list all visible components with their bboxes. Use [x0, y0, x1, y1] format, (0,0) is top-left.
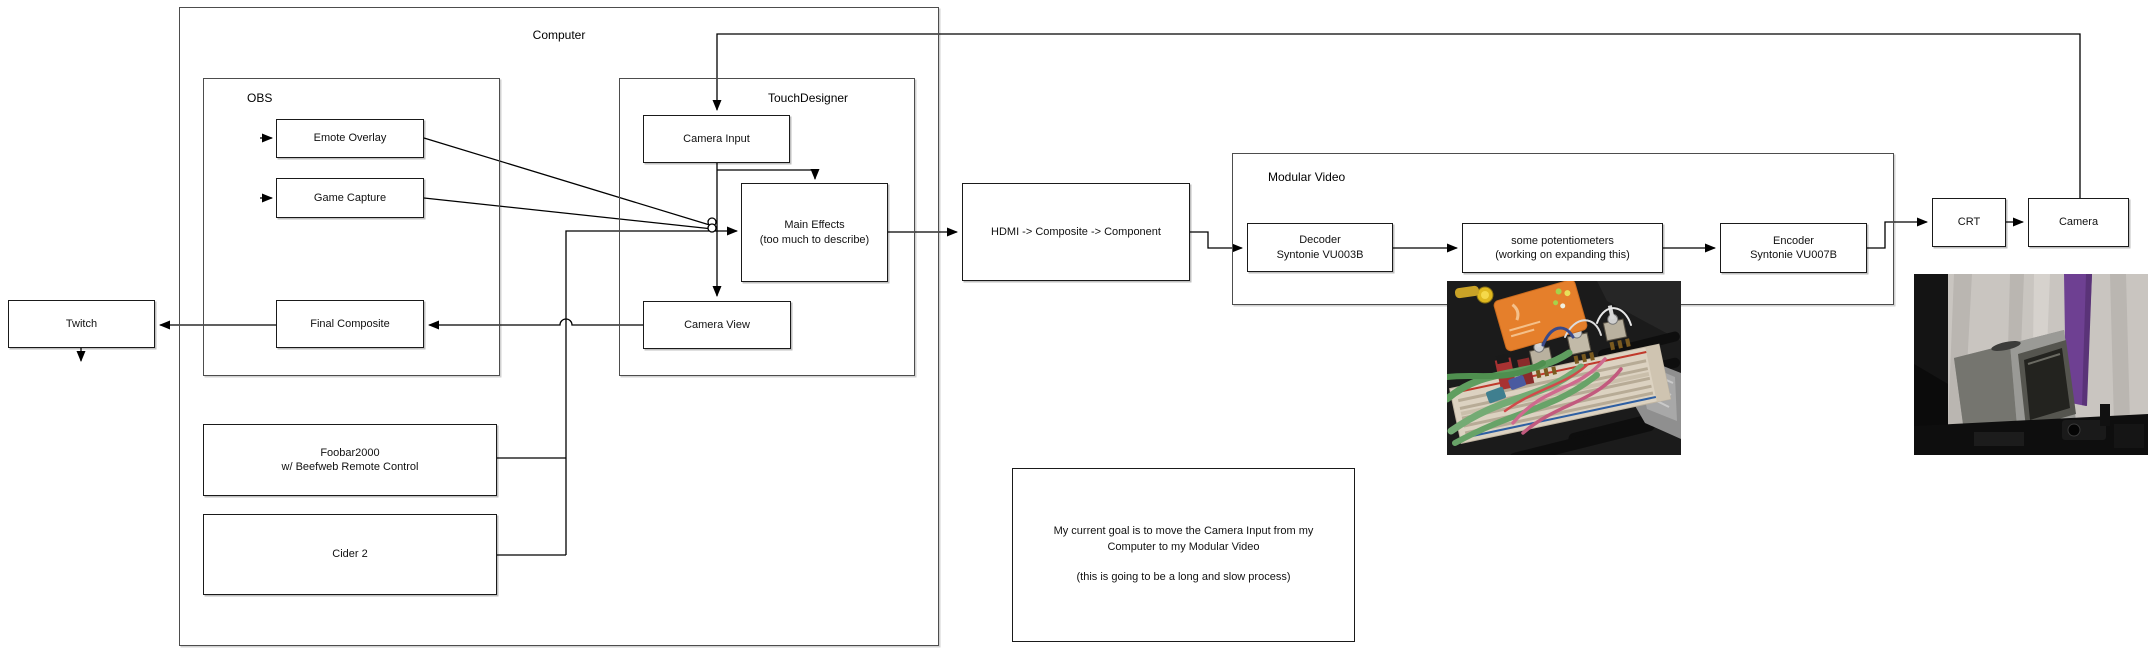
container-touchdesigner-label: TouchDesigner [768, 91, 849, 105]
edge-game-to-main-effects [423, 197, 714, 230]
node-cider2-label: Cider 2 [332, 548, 368, 561]
container-obs: OBS [203, 78, 500, 376]
node-game-capture-label: Game Capture [313, 191, 387, 204]
node-camera-view: Camera View [643, 301, 791, 349]
container-computer: Computer [179, 7, 939, 646]
edge-encoder-to-crt [1867, 217, 1928, 249]
node-decoder: Decoder Syntonie VU003B [1247, 223, 1393, 272]
node-potentiometers-line1: some potentiometers [1511, 234, 1614, 247]
node-foobar2000: Foobar2000 w/ Beefweb Remote Control [203, 424, 497, 496]
node-cider2: Cider 2 [203, 514, 497, 595]
node-camera-input: Camera Input [643, 115, 790, 163]
edge-camera-view-to-final-composite [428, 318, 643, 330]
node-foobar2000-line2: w/ Beefweb Remote Control [281, 461, 419, 473]
edge-camera-to-camera-input [712, 33, 2081, 198]
edge-emote-to-main-effects [423, 137, 714, 227]
edge-hdmi-to-decoder [1190, 231, 1243, 253]
node-camera-label: Camera [2058, 216, 2099, 229]
goal-note-line1: My current goal is to move the Camera In… [1053, 524, 1314, 537]
node-final-composite: Final Composite [276, 300, 424, 348]
node-camera-view-label: Camera View [684, 318, 750, 331]
goal-note: My current goal is to move the Camera In… [1012, 468, 1355, 642]
edge-camera-input-to-main-effects [717, 169, 820, 180]
node-twitch: Twitch [8, 300, 155, 348]
node-emote-overlay: Emote Overlay [276, 119, 424, 158]
node-crt-label: CRT [1957, 216, 1981, 229]
node-encoder-line2: Syntonie VU007B [1750, 249, 1837, 261]
node-potentiometers: some potentiometers (working on expandin… [1462, 223, 1663, 273]
goal-note-line3: (this is going to be a long and slow pro… [1076, 571, 1291, 584]
node-encoder-line1: Encoder [1773, 234, 1814, 247]
node-main-effects-line2: (too much to describe) [759, 233, 870, 246]
crt-photo [1914, 274, 2148, 455]
edge-foobar-cider-to-main-effects [497, 231, 737, 556]
node-encoder: Encoder Syntonie VU007B [1720, 223, 1867, 273]
node-twitch-label: Twitch [65, 317, 98, 330]
node-camera: Camera [2028, 198, 2129, 247]
node-decoder-line2: Syntonie VU003B [1276, 248, 1364, 261]
node-camera-input-label: Camera Input [683, 132, 750, 145]
node-final-composite-label: Final Composite [310, 317, 390, 330]
container-touchdesigner: TouchDesigner [619, 78, 915, 376]
node-main-effects-line1: Main Effects [784, 219, 845, 232]
node-main-effects: Main Effects (too much to describe) [741, 183, 888, 282]
container-modular-video-label: Modular Video [1268, 170, 1346, 184]
node-hdmi-converter-label: HDMI -> Composite -> Component [991, 225, 1161, 238]
node-potentiometers-line2: (working on expanding this) [1495, 249, 1630, 261]
node-game-capture: Game Capture [276, 178, 424, 218]
container-obs-label: OBS [247, 91, 273, 105]
node-decoder-line1: Decoder [1299, 234, 1341, 247]
breadboard-photo [1447, 281, 1681, 455]
node-emote-overlay-label: Emote Overlay [313, 132, 387, 145]
node-crt: CRT [1932, 198, 2006, 247]
container-computer-label: Computer [532, 28, 586, 42]
node-foobar2000-line1: Foobar2000 [320, 446, 380, 459]
goal-note-line2: Computer to my Modular Video [1107, 540, 1260, 553]
node-hdmi-converter: HDMI -> Composite -> Component [962, 183, 1190, 281]
junction-hop-2 [707, 223, 717, 233]
